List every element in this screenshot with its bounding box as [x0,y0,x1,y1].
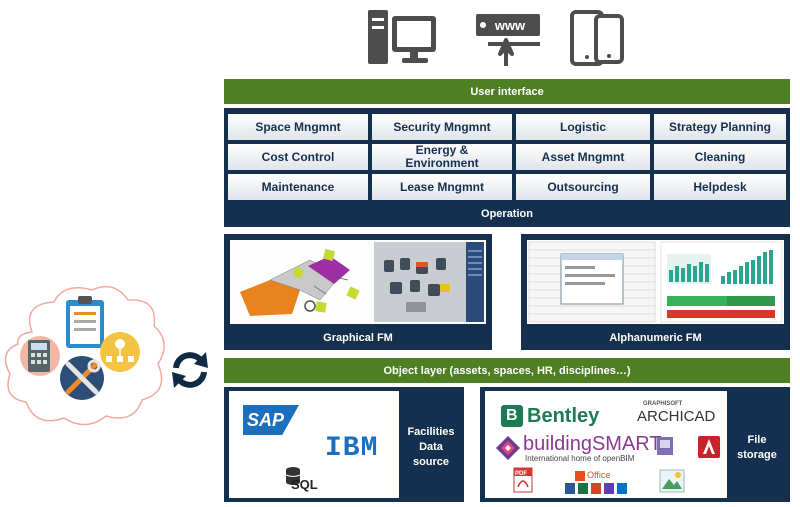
sync-arrows-icon [172,352,208,388]
graphical-fm-block: Graphical FM [224,234,492,350]
autocad-icon [698,436,720,458]
desktop-computer-icon [368,10,436,64]
op-energy-environment: Energy & Environment [372,144,512,170]
operation-label: Operation [481,208,533,220]
facilities-data-source-label: Facilities Data source [407,426,455,468]
web-browser-icon: www [476,14,540,66]
op-space-mngmnt: Space Mngmnt [228,114,368,140]
ibm-logo: IBM [325,433,379,464]
alphanumeric-fm-screenshot [527,240,784,324]
facility-services-cloud [4,285,165,426]
buildingsmart-logo: buildingSMART [523,433,662,455]
buildingsmart-icon [496,436,520,460]
alphanumeric-fm-block: Alphanumeric FM [521,234,790,350]
tablet-phone-icon [570,10,624,66]
pdf-label: PDF [515,471,527,477]
sql-logo: SQL [291,477,318,492]
office-apps-icons [565,483,627,494]
archicad-logo: ARCHICAD [637,408,716,425]
graphisoft-label: GRAPHISOFT [643,401,683,407]
bentley-b-icon: B [501,405,523,427]
graphical-fm-label: Graphical FM [323,332,393,344]
bentley-logo: Bentley [527,405,600,427]
operation-block: Space Mngmnt Security Mngmnt Logistic St… [224,108,790,227]
op-lease-mngmnt: Lease Mngmnt [372,174,512,200]
floorplan-3d-view-image [230,240,486,324]
user-interface-label: User interface [470,85,544,98]
alphanumeric-fm-label: Alphanumeric FM [609,332,702,344]
op-cleaning: Cleaning [654,144,786,170]
facilities-logos-panel: SAP IBM SQL [229,391,399,498]
op-helpdesk: Helpdesk [654,174,786,200]
object-layer-bar: Object layer (assets, spaces, HR, discip… [224,358,790,383]
cad-file-icon [657,437,673,455]
op-logistic: Logistic [516,114,650,140]
op-asset-mngmnt: Asset Mngmnt [516,144,650,170]
office-logo: Office [587,470,611,480]
image-file-icon [659,469,685,493]
sap-logo: SAP [243,405,299,435]
file-logos-panel: B Bentley GRAPHISOFT ARCHICAD buildingSM… [485,391,727,498]
office-icon [575,471,585,481]
user-interface-bar: User interface [224,79,790,104]
pdf-file-icon [513,467,533,493]
op-security-mngmnt: Security Mngmnt [372,114,512,140]
op-cost-control: Cost Control [228,144,368,170]
op-strategy-planning: Strategy Planning [654,114,786,140]
file-storage-label: File storage [737,434,777,461]
op-outsourcing: Outsourcing [516,174,650,200]
database-icon [285,467,301,485]
object-layer-label: Object layer (assets, spaces, HR, discip… [383,364,631,377]
facilities-data-source-block: SAP IBM SQL Facilities Data source [224,387,464,502]
spreadsheet-report-image [527,240,784,324]
svg-text:www: www [494,18,526,33]
file-storage-block: B Bentley GRAPHISOFT ARCHICAD buildingSM… [480,387,790,502]
buildingsmart-tagline: International home of openBIM [525,454,635,463]
graphical-fm-screenshot [230,240,486,324]
op-maintenance: Maintenance [228,174,368,200]
